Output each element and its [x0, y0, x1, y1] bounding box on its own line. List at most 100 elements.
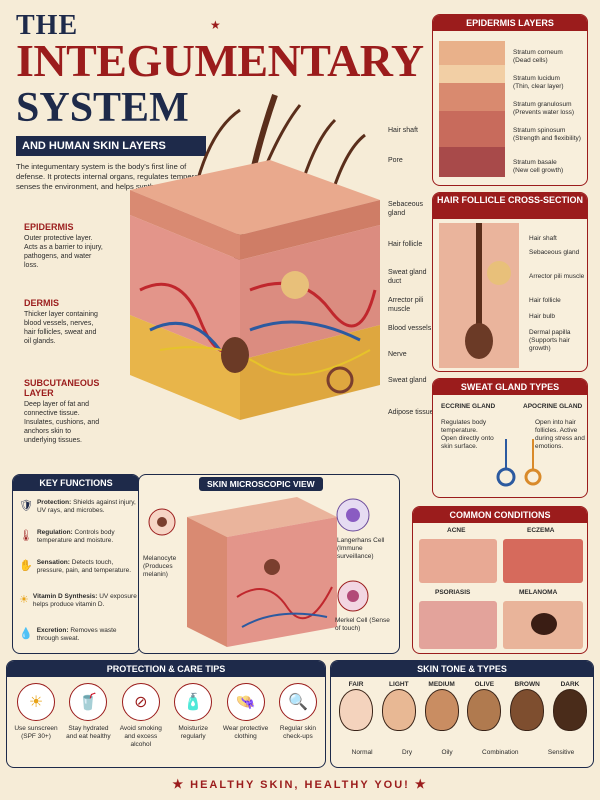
panel-title: COMMON CONDITIONS [413, 507, 587, 523]
hair-follicle-labels: Hair shaft Sebaceous gland Arrector pili… [529, 235, 587, 353]
tip-label: Wear protective clothing [222, 725, 269, 740]
follicle-label: Arrector pili muscle [529, 273, 585, 280]
common-conditions-panel: COMMON CONDITIONS ACNE ECZEMA PSORIASIS … [412, 506, 588, 654]
function-text: Shields against injury, UV rays, and mic… [36, 499, 136, 514]
apocrine-desc: Open into hair follicles. Active during … [535, 419, 585, 450]
condition-acne-label: ACNE [447, 527, 466, 534]
callout-nerve: Nerve [388, 351, 407, 358]
function-item: ☀ Vitamin D Synthesis: UV exposure helps… [19, 593, 137, 627]
tone-label: DARK [560, 681, 580, 688]
layer-item: Stratum corneum(Dead cells) [513, 49, 587, 75]
thermometer-icon: 🌡 [19, 530, 33, 542]
function-text: Removes waste through sweat. [36, 627, 117, 642]
tips-list: ☀ Use sunscreen (SPF 30+) 🥤 Stay hydrate… [11, 683, 323, 749]
skin-type-label: Dry [401, 749, 413, 756]
intro-text: The integumentary system is the body's f… [16, 162, 214, 191]
merkel-cell-icon [337, 580, 369, 612]
layer-desc: (Prevents water loss) [513, 109, 575, 116]
water-bottle-icon: 🥤 [69, 683, 108, 721]
tip-item: ☀ Use sunscreen (SPF 30+) [11, 683, 61, 749]
condition-eczema-label: ECZEMA [527, 527, 555, 534]
hair-follicle-illustration [439, 223, 519, 368]
callout-sebaceous-gland: Sebaceous gland [388, 201, 424, 217]
callout-blood-vessels: Blood vessels [388, 325, 432, 332]
function-label: Excretion: [36, 627, 69, 634]
tone-item: MEDIUM [423, 681, 461, 731]
tip-label: Regular skin check-ups [279, 725, 317, 740]
tone-item: FAIR [337, 681, 375, 731]
layer-title-subcutaneous: SUBCUTANEOUS LAYER [24, 378, 100, 398]
tone-label: BROWN [514, 681, 540, 688]
layer-item: Stratum spinosum(Strength and flexibilit… [513, 127, 587, 159]
face-avatar [467, 689, 502, 731]
panel-title: SKIN MICROSCOPIC VIEW [199, 477, 323, 491]
follicle-label: Hair shaft [529, 235, 557, 242]
skin-type-label: Normal [351, 749, 373, 756]
tone-item: LIGHT [380, 681, 418, 731]
tip-label: Stay hydrated and eat healthy [66, 725, 111, 740]
callout-pore: Pore [388, 157, 403, 164]
face-avatar [552, 689, 587, 731]
layer-name: Stratum basale [513, 159, 557, 166]
face-avatar [424, 689, 459, 731]
tip-item: ⊘ Avoid smoking and excess alcohol [116, 683, 166, 749]
callout-adipose-tissue: Adipose tissue [388, 409, 434, 416]
panel-title: SWEAT GLAND TYPES [433, 379, 587, 395]
function-item: ✋ Sensation: Detects touch, pressure, pa… [19, 559, 137, 593]
layer-desc-dermis: Thicker layer containing blood vessels, … [24, 311, 98, 345]
sunscreen-icon: ☀ [17, 683, 55, 721]
layer-item: Stratum lucidum(Thin, clear layer) [513, 75, 587, 101]
function-item: 🛡 Protection: Shields against injury, UV… [19, 499, 137, 529]
eccrine-title: ECCRINE GLAND [441, 403, 496, 410]
eccrine-desc: Regulates body temperature. Open directl… [441, 419, 494, 450]
tip-label: Moisturize regularly [178, 725, 208, 740]
callout-sweat-gland: Sweat gland [388, 377, 427, 384]
layer-item: Stratum basale(New cell growth) [513, 159, 587, 181]
tip-item: 🧴 Moisturize regularly [168, 683, 218, 749]
tone-item: OLIVE [465, 681, 503, 731]
layer-desc-epidermis: Outer protective layer. Acts as a barrie… [24, 235, 103, 269]
star-icon: ★ [414, 777, 428, 791]
face-avatar [381, 689, 416, 731]
epidermis-layers-panel: EPIDERMIS LAYERS Stratum corneum(Dead ce… [432, 14, 588, 186]
footer-slogan: ★ HEALTHY SKIN, HEALTHY YOU! ★ [0, 772, 600, 796]
layer-item: Stratum granulosum(Prevents water loss) [513, 101, 587, 127]
function-label: Regulation: [36, 529, 73, 536]
skin-type-list: Normal Dry Oily Combination Sensitive [337, 749, 589, 757]
layer-name: Stratum granulosum [513, 101, 572, 108]
tip-item: 🥤 Stay hydrated and eat healthy [63, 683, 113, 749]
care-tips-panel: PROTECTION & CARE TIPS ☀ Use sunscreen (… [6, 660, 326, 768]
function-label: Vitamin D Synthesis: [32, 593, 98, 600]
function-text: UV exposure helps produce vitamin D. [32, 593, 137, 608]
skin-type-label: Oily [441, 749, 453, 756]
layer-name: Stratum lucidum [513, 75, 560, 82]
follicle-label: Hair bulb [529, 313, 556, 320]
langerhans-cell-icon [336, 498, 370, 532]
tone-label: LIGHT [389, 681, 409, 688]
function-text: Controls body temperature and moisture. [36, 529, 115, 544]
title-the: THE [16, 10, 79, 41]
star-icon: ★ [172, 777, 186, 791]
tip-label: Use sunscreen (SPF 30+) [14, 725, 58, 740]
tone-item: BROWN [508, 681, 546, 731]
condition-acne-image [419, 539, 497, 583]
skin-tone-panel: SKIN TONE & TYPES FAIR LIGHT MEDIUM OLIV… [330, 660, 594, 768]
microscopic-block-illustration [187, 497, 337, 647]
title-system: SYSTEM [16, 85, 189, 131]
tone-label: MEDIUM [428, 681, 455, 688]
layer-desc-subcutaneous: Deep layer of fat and connective tissue.… [24, 401, 100, 444]
functions-list: 🛡 Protection: Shields against injury, UV… [19, 499, 137, 653]
panel-title: KEY FUNCTIONS [13, 475, 139, 491]
skin-type-label: Sensitive [547, 749, 575, 756]
tip-label: Avoid smoking and excess alcohol [119, 725, 162, 748]
layer-title-dermis: DERMIS [24, 298, 60, 308]
droplet-icon: 💧 [19, 628, 33, 640]
skin-type-label: Combination [482, 749, 519, 756]
condition-melanoma-image [503, 601, 583, 649]
merkel-cell-label: Merkel Cell (Sense of touch) [335, 617, 390, 632]
apocrine-gland-icon [524, 439, 542, 486]
follicle-label: Dermal papilla (Supports hair growth) [529, 329, 571, 352]
layer-desc: (Dead cells) [513, 57, 548, 64]
face-avatar [339, 689, 373, 731]
tip-item: 👒 Wear protective clothing [221, 683, 271, 749]
